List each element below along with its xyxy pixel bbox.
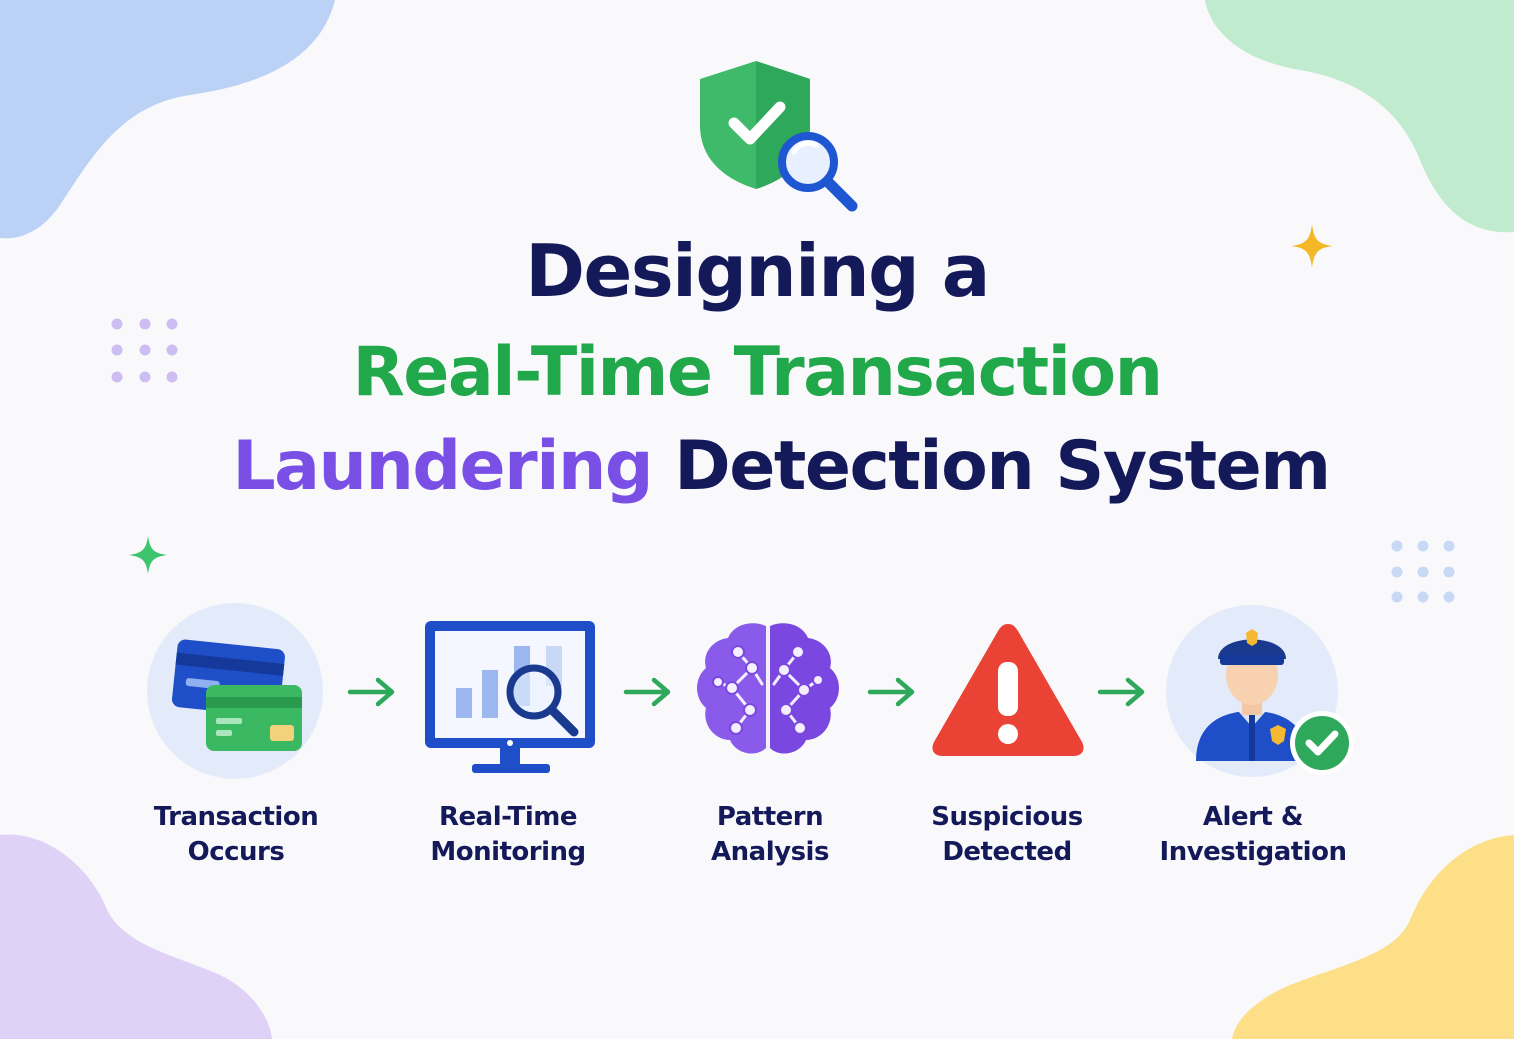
step-label-line: Alert & xyxy=(1202,802,1304,832)
step-label-suspicious-detected: Suspicious Detected xyxy=(877,800,1137,870)
arrow-right-icon-4 xyxy=(1097,677,1145,707)
step-label-line: Detected xyxy=(942,837,1072,867)
step-label-transaction-occurs: Transaction Occurs xyxy=(106,800,366,870)
arrow-right-icon-2 xyxy=(623,677,671,707)
corner-blob-top-left xyxy=(0,0,335,239)
corner-blob-bottom-left xyxy=(0,834,272,1039)
step-label-line: Monitoring xyxy=(430,837,586,867)
arrow-right-icon-3 xyxy=(867,677,915,707)
title-line-2: Real-Time Transaction xyxy=(352,333,1163,412)
step-label-pattern-analysis: Pattern Analysis xyxy=(640,800,900,870)
step-label-line: Pattern xyxy=(716,802,824,832)
step-label-line: Transaction xyxy=(153,802,319,832)
step-label-line: Analysis xyxy=(711,837,829,867)
magnifier-icon xyxy=(778,132,858,212)
warning-triangle-icon xyxy=(932,624,1084,756)
police-officer-icon xyxy=(1166,605,1354,777)
dot-grid-left xyxy=(111,318,178,383)
step-label-line: Real-Time xyxy=(439,802,577,832)
title-line-1: Designing a xyxy=(525,229,990,313)
dot-grid-right xyxy=(1391,540,1455,603)
corner-blob-bottom-right xyxy=(1232,835,1514,1039)
title-highlight-laundering: Laundering xyxy=(232,427,653,506)
title-line-3: Laundering Detection System xyxy=(24,422,1514,512)
credit-cards-icon xyxy=(147,603,323,779)
title-line-3-rest: Detection System xyxy=(652,427,1331,506)
arrow-right-icon-1 xyxy=(347,677,395,707)
step-label-line: Suspicious xyxy=(931,802,1083,832)
step-label-alert-investigation: Alert & Investigation xyxy=(1123,800,1383,870)
corner-blob-top-right xyxy=(1205,0,1514,233)
sparkle-gold xyxy=(1291,224,1333,268)
step-label-line: Investigation xyxy=(1159,837,1347,867)
shield-check-icon xyxy=(700,61,858,212)
sparkle-green xyxy=(129,536,167,574)
brain-network-icon xyxy=(697,623,839,754)
step-label-real-time-monitoring: Real-Time Monitoring xyxy=(378,800,638,870)
step-label-line: Occurs xyxy=(187,837,285,867)
monitor-chart-icon xyxy=(425,621,595,773)
